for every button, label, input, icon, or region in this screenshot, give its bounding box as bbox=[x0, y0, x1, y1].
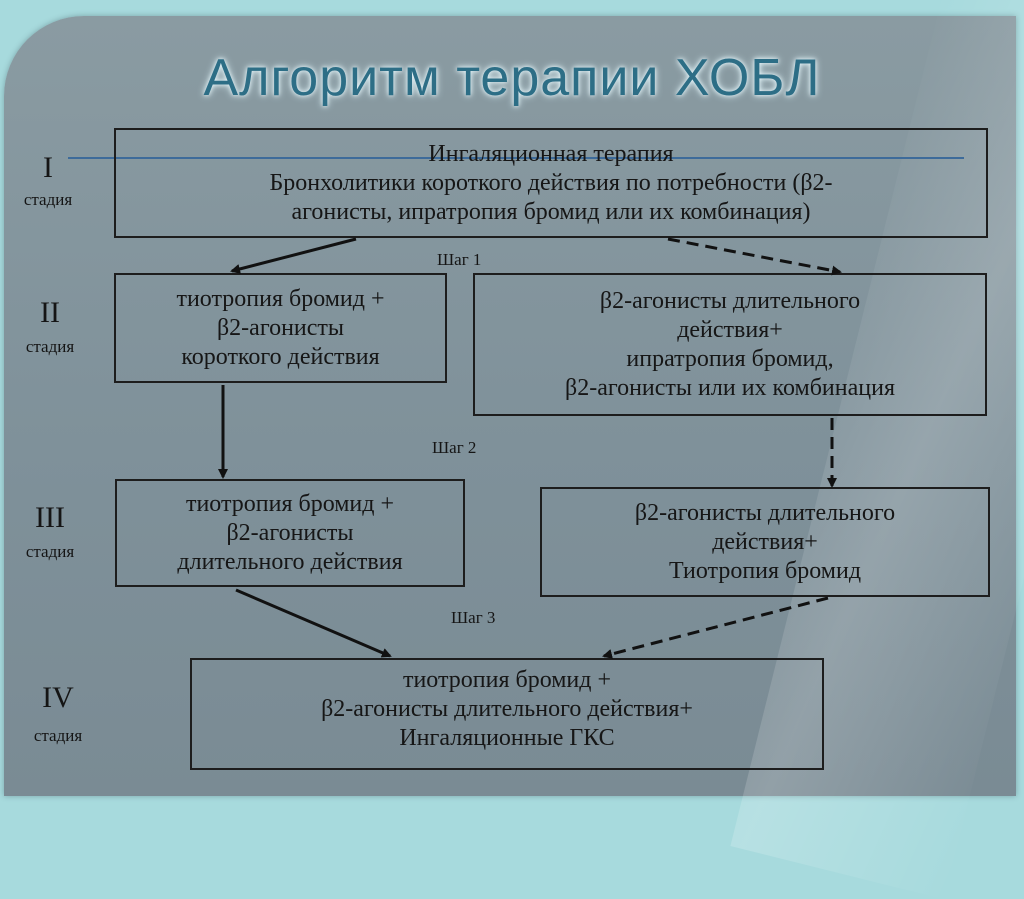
box-line: действия+ bbox=[712, 528, 818, 555]
stage-label-3: III стадия bbox=[10, 502, 90, 562]
stage-numeral: I bbox=[43, 151, 53, 184]
stage2-right-box: β2-агонисты длительного действия+ ипратр… bbox=[473, 273, 987, 416]
arrow-stage1-to-stage2-left bbox=[230, 237, 357, 274]
stage-word: стадия bbox=[23, 190, 73, 209]
box-line: β2-агонисты длительного bbox=[599, 287, 861, 314]
slide-title: Алгоритм терапии ХОБЛ bbox=[203, 49, 821, 107]
box-line: β2-агонисты длительного действия+ bbox=[321, 696, 693, 722]
stage-numeral: II bbox=[40, 296, 60, 329]
box-line: длительного действия bbox=[177, 548, 403, 575]
arrow-stage3-left-to-stage4 bbox=[235, 588, 392, 658]
stage-word: стадия bbox=[25, 542, 75, 561]
box-line: ипратропия бромид, bbox=[626, 345, 834, 372]
stage-word: стадия bbox=[25, 337, 75, 356]
stage-label-1: I стадия bbox=[8, 152, 88, 210]
flow-arrows bbox=[218, 237, 842, 659]
box-line: тиотропия бромид + bbox=[402, 667, 612, 693]
box-line: короткого действия bbox=[181, 343, 380, 370]
step-label-3: Шаг 3 bbox=[451, 608, 496, 627]
box-line: действия+ bbox=[677, 316, 783, 343]
box-line: агонисты, ипратропия бромид или их комби… bbox=[291, 198, 811, 225]
stage-word: стадия bbox=[33, 726, 83, 745]
box-line: β2-агонисты bbox=[216, 314, 345, 341]
stage4-box: тиотропия бромид + β2-агонисты длительно… bbox=[190, 658, 824, 770]
box-line: тиотропия бромид + bbox=[185, 490, 395, 517]
box-line: β2-агонисты длительного bbox=[634, 499, 896, 526]
stage3-right-box: β2-агонисты длительного действия+ Тиотро… bbox=[540, 487, 990, 597]
stage-numeral: IV bbox=[42, 681, 74, 714]
box-line: Ингаляционная терапия bbox=[428, 140, 674, 167]
step-label-1: Шаг 1 bbox=[437, 250, 482, 269]
title-divider-line bbox=[68, 157, 964, 159]
stage-label-2: II стадия bbox=[10, 297, 90, 357]
stage-numeral: III bbox=[35, 501, 65, 534]
stage3-left-box: тиотропия бромид + β2-агонисты длительно… bbox=[115, 479, 465, 587]
box-line: β2-агонисты или их комбинация bbox=[564, 374, 895, 401]
stage-label-4: IV стадия bbox=[18, 682, 98, 746]
box-line: Ингаляционные ГКС bbox=[399, 725, 615, 751]
arrow-stage3-right-to-stage4 bbox=[602, 596, 829, 659]
slide-panel bbox=[4, 0, 1024, 899]
arrow-stage1-to-stage2-right bbox=[667, 237, 842, 276]
box-line: тиотропия бромид + bbox=[176, 285, 385, 312]
step-label-2: Шаг 2 bbox=[432, 438, 477, 457]
box-line: Бронхолитики короткого действия по потре… bbox=[269, 169, 833, 196]
box-line: β2-агонисты bbox=[226, 519, 354, 546]
box-line: Тиотропия бромид bbox=[668, 557, 862, 584]
stage1-box: Ингаляционная терапия Бронхолитики корот… bbox=[114, 128, 988, 238]
stage2-left-box: тиотропия бромид + β2-агонисты короткого… bbox=[114, 273, 447, 383]
